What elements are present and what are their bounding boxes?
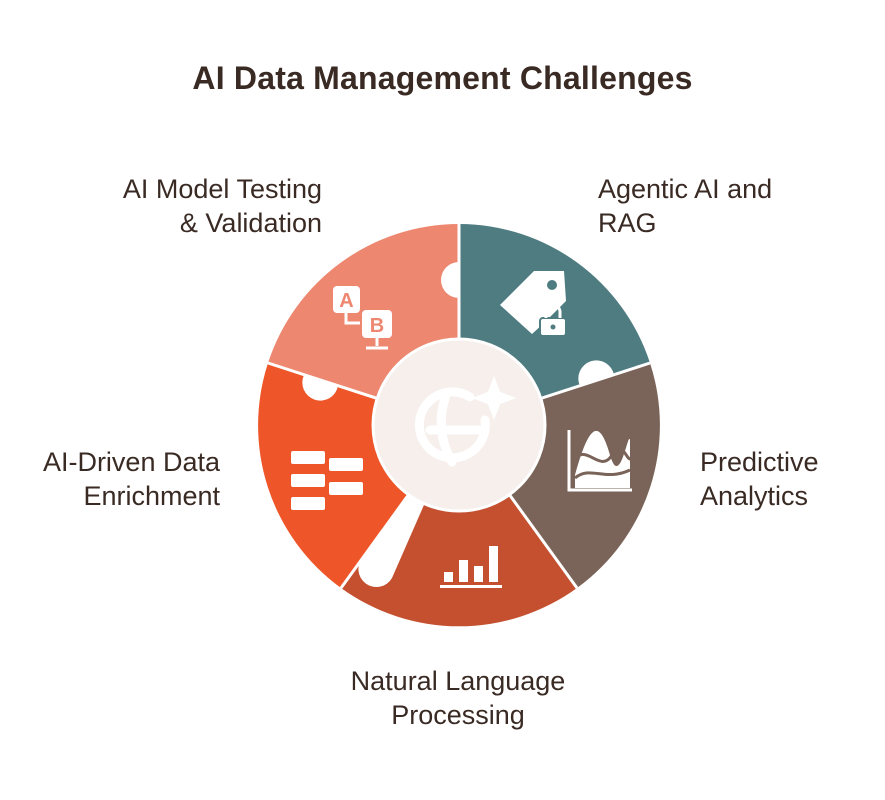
svg-text:B: B: [370, 315, 384, 337]
label-line: AI Model Testing: [122, 174, 322, 204]
area-chart-icon: [567, 430, 634, 492]
label-line: Predictive: [700, 447, 819, 477]
tag-lock-icon: [500, 271, 567, 337]
label-predictive: Predictive Analytics: [700, 445, 870, 513]
label-line: AI-Driven Data: [42, 447, 220, 477]
segment-nlp: [341, 425, 577, 627]
bar-chart-icon: [440, 546, 502, 588]
label-line: Processing: [391, 700, 525, 730]
ai-sparkle-icon: [414, 375, 517, 467]
ab-test-icon: A B: [333, 286, 392, 350]
label-model-testing: AI Model Testing & Validation: [60, 172, 322, 240]
label-line: Agentic AI and: [598, 174, 773, 204]
label-line: Analytics: [700, 481, 809, 511]
label-line: Natural Language: [350, 666, 566, 696]
diagram-title: AI Data Management Challenges: [192, 60, 693, 96]
label-line: RAG: [598, 208, 657, 238]
layers-icon: [291, 451, 363, 510]
center-circle: [371, 337, 547, 513]
label-nlp: Natural Language Processing: [300, 664, 616, 732]
label-line: Enrichment: [83, 481, 220, 511]
label-agentic-ai: Agentic AI and RAG: [598, 172, 848, 240]
label-line: & Validation: [179, 208, 322, 238]
label-enrichment: AI-Driven Data Enrichment: [15, 445, 220, 513]
svg-text:A: A: [339, 290, 353, 312]
